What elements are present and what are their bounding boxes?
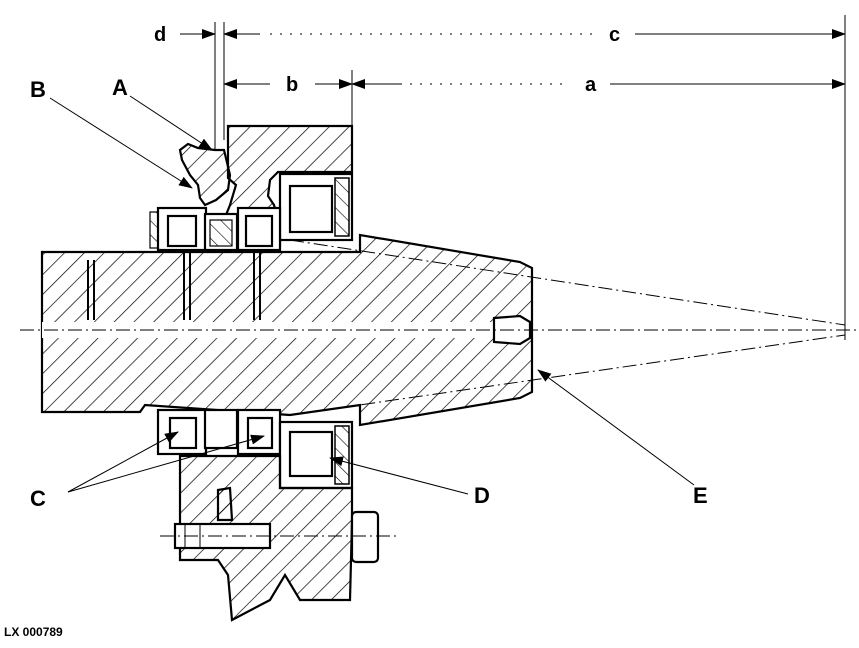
pilot-ring-upper bbox=[149, 211, 159, 249]
bearing-race-lower bbox=[334, 425, 350, 485]
bolt-head bbox=[350, 510, 380, 564]
callout-E: E bbox=[693, 483, 708, 508]
label-d: d bbox=[154, 24, 166, 46]
leader-E bbox=[537, 369, 695, 486]
dimension-lines bbox=[180, 15, 846, 340]
cone-line-lower bbox=[289, 334, 846, 416]
bearing-roller-upper bbox=[288, 184, 334, 234]
pilot-roller-lower-right bbox=[246, 416, 274, 450]
figure-code: LX 000789 bbox=[4, 625, 63, 639]
callout-leaders bbox=[49, 95, 695, 495]
lower-seal-lip bbox=[216, 486, 234, 522]
label-c: c bbox=[609, 24, 620, 46]
spacer-lower bbox=[203, 408, 239, 450]
callout-C: C bbox=[30, 486, 46, 511]
callout-B: B bbox=[30, 77, 46, 102]
bearing-race-upper bbox=[334, 177, 350, 237]
callout-D: D bbox=[474, 483, 490, 508]
leader-C-2 bbox=[67, 434, 265, 493]
label-b: b bbox=[286, 74, 298, 96]
pilot-roller-upper-left bbox=[166, 214, 198, 248]
callout-A: A bbox=[112, 75, 128, 100]
bolt-shank bbox=[173, 522, 272, 550]
pilot-roller-upper-right bbox=[244, 214, 274, 248]
spring-upper bbox=[209, 219, 233, 247]
label-a: a bbox=[585, 74, 597, 96]
leader-B bbox=[49, 97, 193, 189]
seal-carrier-upper bbox=[178, 142, 232, 207]
pilot-roller-lower-left bbox=[168, 416, 198, 450]
leader-C-1 bbox=[67, 431, 179, 493]
cone-line-upper bbox=[289, 239, 846, 326]
bearing-roller-lower bbox=[288, 430, 334, 478]
leader-A bbox=[129, 95, 213, 151]
leader-D bbox=[329, 456, 469, 495]
